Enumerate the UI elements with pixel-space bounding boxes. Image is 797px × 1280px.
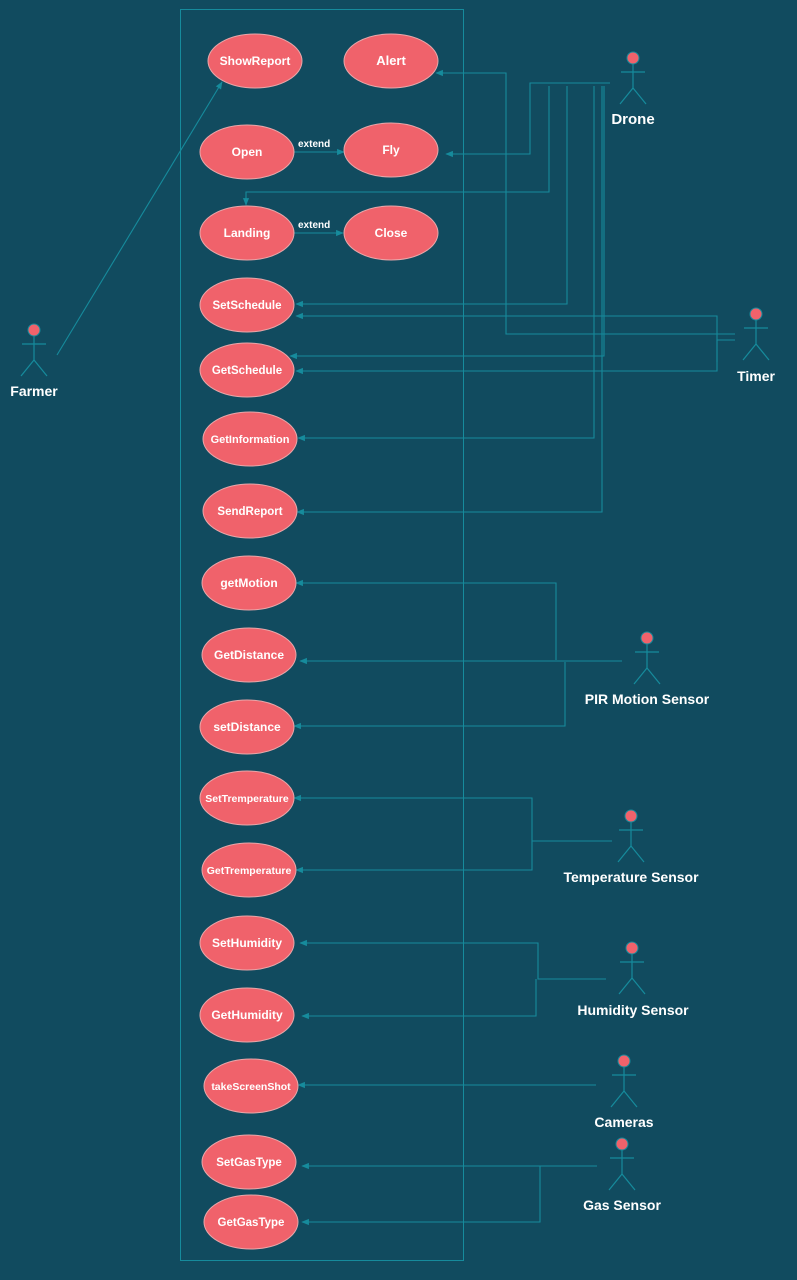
use-case-label: GetHumidity — [211, 1008, 283, 1022]
use-case-label: Alert — [376, 53, 406, 68]
conn-temp-gettemperature — [295, 841, 533, 874]
use-case-label: GetDistance — [214, 648, 284, 662]
system-boundary — [180, 9, 464, 1261]
use-case-label: GetSchedule — [212, 365, 282, 377]
use-case-fly[interactable]: Fly — [343, 122, 439, 178]
use-case-label: SendReport — [217, 506, 282, 518]
use-case-label: Close — [375, 226, 408, 240]
actor-gas-sensor[interactable] — [608, 1137, 636, 1191]
use-case-getmotion[interactable]: getMotion — [201, 555, 297, 611]
use-case-getgastype[interactable]: GetGasType — [203, 1194, 299, 1250]
actor-label-humidity-sensor: Humidity Sensor — [577, 1002, 689, 1018]
conn-humidity-gethumidity — [301, 979, 537, 1020]
actor-label-drone: Drone — [611, 111, 654, 128]
use-case-label: SetHumidity — [212, 936, 282, 950]
conn-temp-settemperature — [293, 794, 612, 842]
conn-humidity-sethumidity — [299, 939, 606, 980]
actor-drone[interactable] — [619, 51, 647, 105]
use-case-setschedule[interactable]: SetSchedule — [199, 277, 295, 333]
conn-timer-getschedule — [295, 339, 735, 375]
use-case-setdistance[interactable]: setDistance — [199, 699, 295, 755]
conn-gas-getgastype — [301, 1166, 541, 1226]
actor-label-cameras: Cameras — [594, 1114, 653, 1130]
use-case-gettemperature[interactable]: GetTremperature — [201, 842, 297, 898]
use-case-label: SetSchedule — [212, 300, 281, 312]
actor-timer[interactable] — [742, 307, 770, 361]
actor-label-gas-sensor: Gas Sensor — [583, 1197, 661, 1213]
actor-label-farmer: Farmer — [10, 383, 58, 399]
use-case-label: GetTremperature — [207, 865, 292, 877]
use-case-label: GetGasType — [218, 1217, 285, 1229]
use-case-label: Fly — [382, 143, 400, 157]
use-case-label: SetGasType — [216, 1157, 282, 1169]
extend-label-open-fly: extend — [298, 139, 330, 150]
use-case-label: Open — [232, 145, 263, 159]
use-case-getinformation[interactable]: GetInformation — [202, 411, 298, 467]
use-case-settemperature[interactable]: SetTremperature — [199, 770, 295, 826]
actor-label-pir-motion-sensor: PIR Motion Sensor — [585, 691, 710, 707]
conn-drone-landing — [242, 86, 550, 206]
actor-farmer[interactable] — [20, 323, 48, 377]
use-case-getdistance[interactable]: GetDistance — [201, 627, 297, 683]
use-case-gethumidity[interactable]: GetHumidity — [199, 987, 295, 1043]
use-case-label: Landing — [224, 226, 271, 240]
use-case-label: SetTremperature — [205, 793, 289, 805]
use-case-label: setDistance — [213, 720, 281, 734]
use-case-showreport[interactable]: ShowReport — [207, 33, 303, 89]
use-case-takescreenshot[interactable]: takeScreenShot — [203, 1058, 299, 1114]
actor-label-timer: Timer — [737, 368, 775, 384]
use-case-getschedule[interactable]: GetSchedule — [199, 342, 295, 398]
actor-label-temperature-sensor: Temperature Sensor — [563, 869, 699, 885]
connectors — [56, 69, 735, 1226]
conn-drone-setschedule — [295, 86, 568, 308]
conn-pir-setdistance — [293, 662, 566, 730]
use-case-close[interactable]: Close — [343, 205, 439, 261]
extend-label-landing-close: extend — [298, 220, 330, 231]
conn-drone-sendreport — [296, 86, 603, 516]
use-case-landing[interactable]: Landing — [199, 205, 295, 261]
use-case-alert[interactable]: Alert — [343, 33, 439, 89]
conn-drone-getinformation — [297, 86, 595, 442]
use-case-label: GetInformation — [211, 434, 290, 446]
conn-pir-getmotion — [295, 579, 557, 660]
conn-timer-alert — [435, 69, 735, 335]
use-case-sethumidity[interactable]: SetHumidity — [199, 915, 295, 971]
actor-temperature-sensor[interactable] — [617, 809, 645, 863]
conn-farmer-showreport — [56, 81, 223, 356]
actor-cameras[interactable] — [610, 1054, 638, 1108]
use-case-open[interactable]: Open — [199, 124, 295, 180]
conn-drone-fly — [445, 82, 610, 158]
use-case-label: ShowReport — [220, 54, 291, 68]
use-case-label: takeScreenShot — [211, 1081, 291, 1093]
use-case-setgastype[interactable]: SetGasType — [201, 1134, 297, 1190]
use-case-label: getMotion — [220, 576, 277, 590]
conn-drone-getschedule — [289, 86, 605, 360]
use-case-sendreport[interactable]: SendReport — [202, 483, 298, 539]
actor-pir-motion-sensor[interactable] — [633, 631, 661, 685]
actor-humidity-sensor[interactable] — [618, 941, 646, 995]
